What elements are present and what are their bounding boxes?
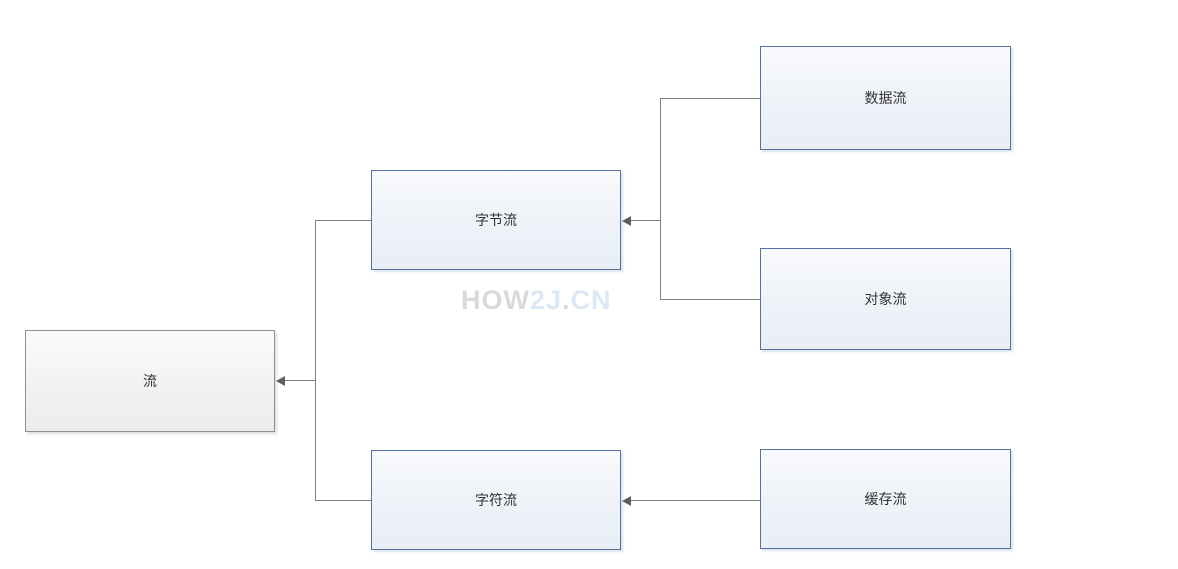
watermark-text-dot: .	[562, 285, 571, 315]
node-buffer-stream: 缓存流	[760, 449, 1011, 549]
watermark-text-2j: 2J	[529, 285, 563, 315]
connector-object-branch	[660, 299, 760, 300]
watermark-text-how: HOW	[461, 285, 530, 315]
connector-right-trunk	[660, 98, 661, 300]
connector-to-byte-stream	[630, 220, 660, 221]
node-buffer-stream-label: 缓存流	[864, 491, 907, 507]
node-data-stream-label: 数据流	[864, 90, 907, 106]
connector-data-branch	[660, 98, 760, 99]
node-byte-stream: 字节流	[371, 170, 621, 270]
node-stream: 流	[25, 330, 275, 432]
connector-left-trunk	[315, 220, 316, 501]
node-object-stream-label: 对象流	[864, 291, 907, 307]
watermark-text-cn: CN	[570, 285, 612, 315]
arrowhead-to-byte-stream-icon	[622, 215, 631, 226]
node-char-stream: 字符流	[371, 450, 621, 550]
node-stream-label: 流	[143, 373, 157, 389]
arrowhead-to-char-stream-icon	[622, 495, 631, 506]
connector-to-stream	[284, 380, 315, 381]
arrowhead-to-stream-icon	[276, 375, 285, 386]
connector-to-char-stream	[630, 500, 760, 501]
connector-char-branch	[315, 500, 371, 501]
node-byte-stream-label: 字节流	[475, 212, 517, 228]
watermark: HOW2J.CN	[461, 287, 612, 314]
connector-byte-branch	[315, 220, 371, 221]
node-char-stream-label: 字符流	[475, 492, 517, 508]
node-data-stream: 数据流	[760, 46, 1011, 150]
node-object-stream: 对象流	[760, 248, 1011, 350]
